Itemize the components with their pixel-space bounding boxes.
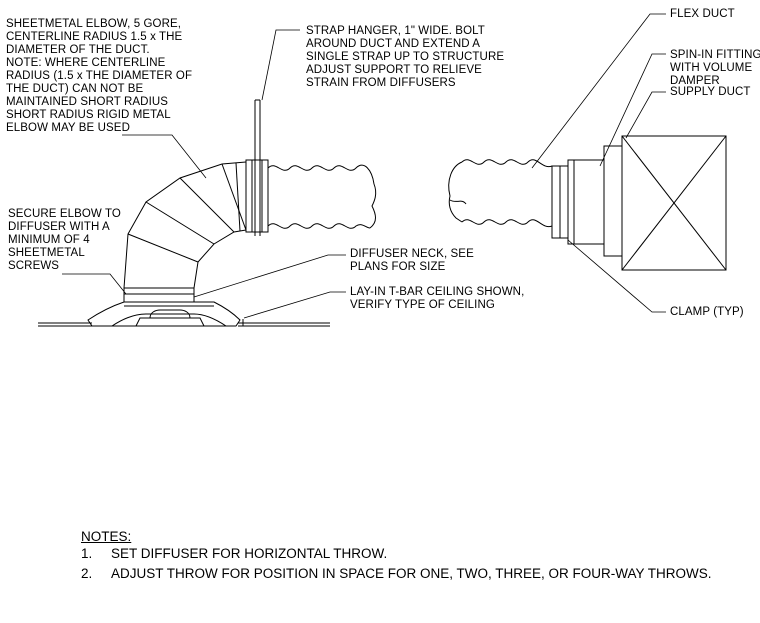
diffuser-neck-label: DIFFUSER NECK, SEE PLANS FOR SIZE (350, 248, 474, 273)
secure-elbow-label: SECURE ELBOW TO DIFFUSER WITH A MINIMUM … (8, 208, 121, 272)
note-text: ADJUST THROW FOR POSITION IN SPACE FOR O… (111, 566, 712, 581)
ceiling-line (38, 319, 330, 327)
supply-duct-label: SUPPLY DUCT (670, 86, 751, 98)
strap-hanger-label: STRAP HANGER, 1" WIDE. BOLT AROUND DUCT … (306, 25, 505, 89)
note-item: 2. ADJUST THROW FOR POSITION IN SPACE FOR… (81, 566, 712, 582)
notes-title: NOTES: (81, 529, 132, 544)
spin-in-fitting (551, 145, 623, 257)
ceiling-label: LAY-IN T-BAR CEILING SHOWN, VERIFY TYPE … (350, 286, 525, 311)
duct-collar (245, 159, 269, 233)
note-number: 1. (81, 546, 93, 561)
note-number: 2. (81, 566, 93, 581)
supply-duct (621, 135, 727, 271)
flex-duct-left (267, 164, 377, 229)
leader-lines (62, 13, 666, 319)
flex-duct-right (448, 159, 553, 228)
spin-in-fitting-label: SPIN-IN FITTING WITH VOLUME DAMPER (670, 49, 760, 87)
strap-hanger (254, 99, 261, 236)
clamp-label: CLAMP (TYP) (670, 306, 744, 318)
sheetmetal-elbow (123, 161, 247, 289)
diffuser (87, 301, 241, 327)
diffuser-neck (123, 287, 195, 303)
elbow-note-label: SHEETMETAL ELBOW, 5 GORE, CENTERLINE RAD… (6, 18, 193, 134)
flex-duct-label: FLEX DUCT (670, 8, 735, 20)
note-text: SET DIFFUSER FOR HORIZONTAL THROW. (111, 546, 388, 561)
note-item: 1. SET DIFFUSER FOR HORIZONTAL THROW. (81, 546, 387, 562)
